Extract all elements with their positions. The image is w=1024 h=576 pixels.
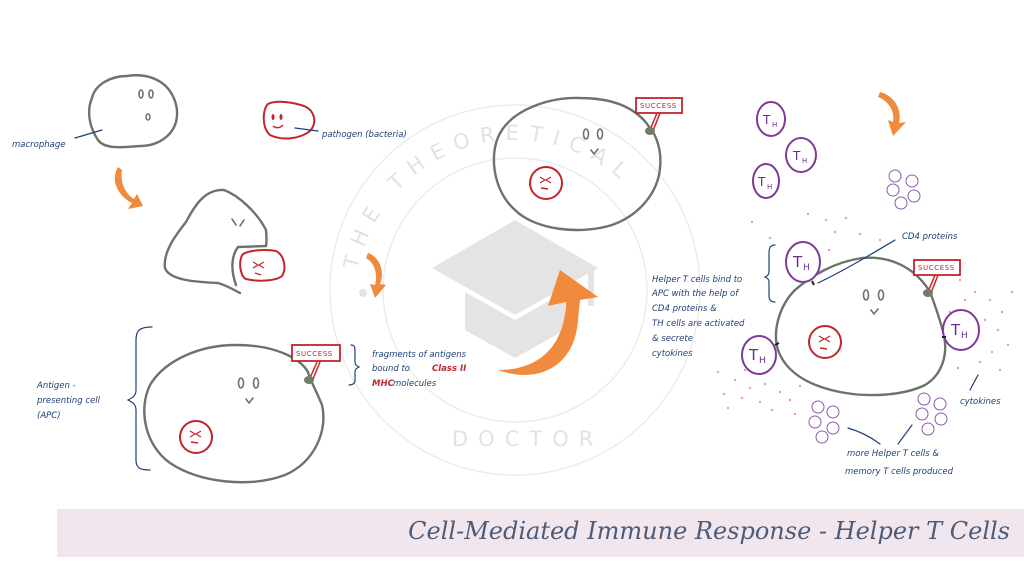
cytokines-label: cytokines xyxy=(960,397,1001,407)
svg-text:H: H xyxy=(772,121,777,129)
small-th-cluster-right xyxy=(915,392,948,436)
apc-cell xyxy=(143,343,325,484)
helper-bind-line5: & secrete xyxy=(652,334,693,344)
apc-label-line2: presenting cell xyxy=(36,396,101,406)
apc-presenting-pathogen xyxy=(529,166,563,200)
svg-text:T: T xyxy=(762,113,771,127)
more-cells-line2: memory T cells produced xyxy=(845,467,954,477)
apc-cell-presenting xyxy=(492,96,662,232)
bound-th-cell-right: T H xyxy=(942,309,980,351)
engulfed-pathogen xyxy=(239,249,286,282)
more-cells-line1: more Helper T cells & xyxy=(847,449,939,459)
cd4-label: CD4 proteins xyxy=(902,232,958,242)
macrophage-label: macrophage xyxy=(12,140,65,150)
helper-bind-line6: cytokines xyxy=(652,349,693,359)
pathogen-label: pathogen (bacteria) xyxy=(321,130,407,140)
success-sign-2: SUCCESS xyxy=(635,97,683,135)
th-cell-2: T H xyxy=(785,137,817,173)
success-sign-1: SUCCESS xyxy=(291,344,341,384)
mhc-label: MHC xyxy=(372,379,395,389)
helper-bind-line2: APC with the help of xyxy=(651,289,740,299)
small-th-cluster-left xyxy=(808,400,840,444)
pathogen xyxy=(262,100,316,140)
svg-text:SUCCESS: SUCCESS xyxy=(640,102,677,110)
svg-text:SUCCESS: SUCCESS xyxy=(296,350,333,358)
engulfing-macrophage xyxy=(163,188,268,295)
helper-bind-line1: Helper T cells bind to xyxy=(652,275,742,285)
svg-text:T: T xyxy=(757,175,766,189)
svg-text:T: T xyxy=(792,253,803,271)
svg-text:T: T xyxy=(792,149,801,163)
title-bar: Cell-Mediated Immune Response - Helper T… xyxy=(57,509,1024,557)
apc-label-line3: (APC) xyxy=(37,411,61,421)
svg-text:H: H xyxy=(803,263,810,273)
small-th-cluster-top xyxy=(886,169,921,210)
watermark: THE THEORETICAL DOCTOR xyxy=(329,104,701,476)
bound-th-cell-left: T H xyxy=(741,335,780,375)
svg-text:SUCCESS: SUCCESS xyxy=(918,264,955,272)
helper-bind-line3: CD4 proteins & xyxy=(652,304,717,314)
page-title: Cell-Mediated Immune Response - Helper T… xyxy=(408,517,1010,545)
success-sign-3: SUCCESS xyxy=(913,259,961,297)
helper-bind-line4: TH cells are activated xyxy=(652,319,745,329)
arrow-step-2-icon xyxy=(366,253,386,298)
svg-text:T: T xyxy=(950,321,961,339)
molecules-label: molecules xyxy=(393,379,437,389)
svg-text:H: H xyxy=(767,183,772,191)
fragments-label-line2: bound to xyxy=(372,364,410,374)
th-cell-1: T H xyxy=(756,101,786,137)
fragments-label-line1: fragments of antigens xyxy=(372,350,467,360)
th-cell-3: T H xyxy=(752,163,780,199)
apc-pathogen xyxy=(179,420,213,454)
bound-th-cell-top: T H xyxy=(785,241,821,286)
arrow-step-1-icon xyxy=(114,167,143,209)
watermark-bottom-text: DOCTOR xyxy=(452,427,603,451)
arrow-step-4-icon xyxy=(878,92,906,136)
activated-apc-pathogen xyxy=(808,325,842,359)
svg-text:T: T xyxy=(748,346,759,364)
apc-label-line1: Antigen - xyxy=(36,381,76,391)
class-ii-label: Class II xyxy=(432,364,466,374)
svg-text:H: H xyxy=(961,331,968,341)
arrow-step-3-icon xyxy=(498,270,598,375)
macrophage xyxy=(87,74,179,149)
svg-text:H: H xyxy=(759,356,766,366)
svg-text:H: H xyxy=(802,157,807,165)
